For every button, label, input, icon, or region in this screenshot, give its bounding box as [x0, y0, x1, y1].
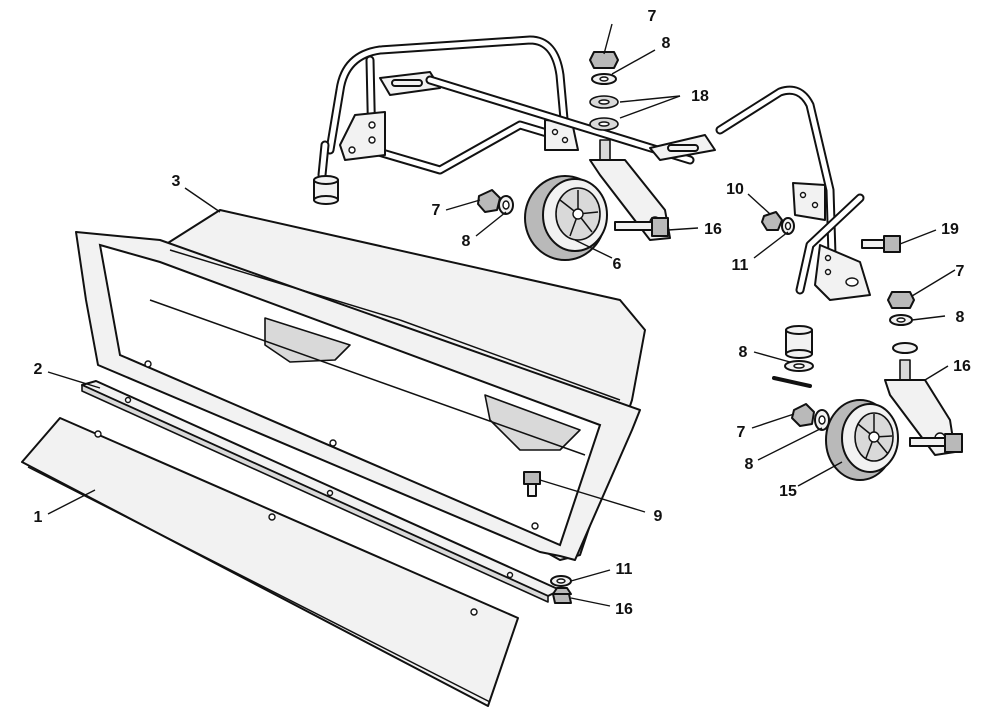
callout-1: 1 [34, 509, 43, 526]
bolt-9 [523, 471, 541, 497]
washer-18-upper [589, 95, 619, 109]
nut-7-wheel15 [791, 403, 815, 427]
washer-8-wheel15 [814, 409, 830, 431]
handle-frame-left [317, 35, 579, 180]
callout-8-lower: 8 [739, 344, 748, 361]
callout-19: 19 [941, 221, 959, 238]
spacer-right [785, 325, 813, 359]
axle-rod [425, 75, 695, 165]
nut-7-top [589, 51, 619, 69]
collection-box [75, 209, 646, 561]
washer-11-right [781, 217, 795, 235]
callout-3: 3 [172, 173, 181, 190]
callout-8-wheel6: 8 [462, 233, 471, 250]
callout-labels: 7 8 18 3 7 8 6 16 10 11 19 7 8 8 16 7 8 … [34, 8, 971, 618]
nut-7-wheel6 [477, 189, 501, 213]
callout-15: 15 [779, 483, 797, 500]
callout-16-top: 16 [704, 221, 722, 238]
wheel-15 [825, 399, 899, 481]
callout-16-bottom: 16 [615, 601, 633, 618]
washer-8-wheel6 [498, 195, 514, 215]
callout-6: 6 [613, 256, 622, 273]
handle-frame-right [649, 85, 871, 301]
callout-8-right: 8 [956, 309, 965, 326]
callout-7-right: 7 [956, 263, 965, 280]
pin [772, 376, 812, 388]
washer-8-lower [784, 360, 814, 372]
bolt-19 [861, 235, 901, 253]
nut-16-bottom [552, 587, 572, 604]
callout-16-right: 16 [953, 358, 971, 375]
bolt-16-right [909, 433, 963, 453]
washer-8-right [889, 314, 913, 326]
callout-7-top: 7 [648, 8, 657, 25]
callout-11-bottom: 11 [616, 561, 633, 578]
callout-10: 10 [726, 181, 744, 198]
spacer-left [313, 175, 339, 205]
bolt-16-top [614, 217, 669, 237]
callout-9: 9 [654, 508, 663, 525]
callout-2: 2 [34, 361, 43, 378]
nut-10 [761, 211, 783, 231]
callout-8-wheel15: 8 [745, 456, 754, 473]
callout-7-wheel15: 7 [737, 424, 746, 441]
washer-8-top [591, 73, 617, 85]
wheel-6 [524, 175, 608, 261]
nut-7-right [887, 291, 915, 309]
callout-18: 18 [691, 88, 709, 105]
callout-8-top: 8 [662, 35, 671, 52]
washer-11-bottom [550, 575, 572, 587]
callout-7-wheel6: 7 [432, 202, 441, 219]
skirt-plate [21, 417, 519, 707]
leader-lines [47, 23, 956, 607]
washer-18-lower [589, 117, 619, 131]
callout-11-right: 11 [732, 257, 749, 274]
